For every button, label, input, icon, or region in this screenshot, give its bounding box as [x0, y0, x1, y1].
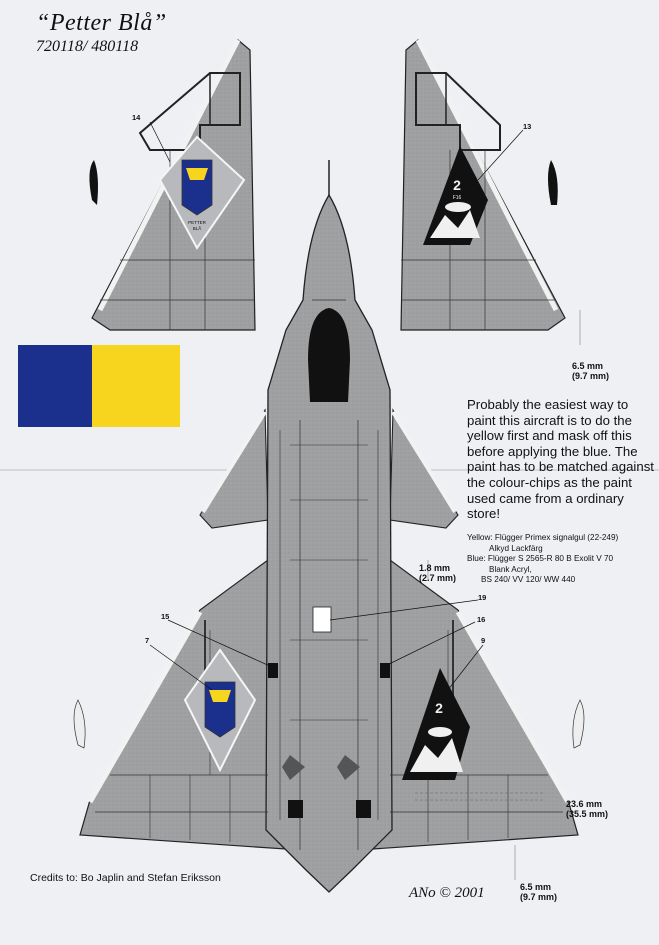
left-wing-upper-view: PETTER BLÅ — [89, 38, 256, 331]
dimension-top-right: 6.5 mm (9.7 mm) — [572, 361, 609, 381]
left-wingtip-pod-icon — [89, 160, 98, 205]
right-wingtip-pod-icon — [548, 160, 558, 205]
canopy-icon — [308, 308, 350, 402]
aircraft-name: “Petter Blå” — [36, 10, 167, 36]
blue-spec-line3: BS 240/ VV 120/ WW 440 — [481, 575, 576, 585]
callout-7: 7 — [145, 636, 150, 645]
copyright-text: ANo © 2001 — [409, 885, 485, 901]
dimension-middle-alt: (2.7 mm) — [419, 573, 457, 583]
paint-specifications: Yellow: Flügger Primex signalgul (22-249… — [467, 533, 659, 586]
yellow-spec-line1: Yellow: Flügger Primex signalgul (22-249… — [467, 533, 619, 542]
aircraft-serials: 720118/ 480118 — [36, 38, 139, 55]
dimension-wing-alt: (35.5 mm) — [566, 809, 609, 819]
yellow-spec-line2: Alkyd Lackfärg — [489, 543, 543, 553]
f16-badge-unit: F16 — [453, 195, 462, 201]
aircraft-plan-view: 2 — [73, 160, 585, 893]
svg-text:2: 2 — [435, 700, 443, 716]
callout-13: 13 — [523, 122, 532, 131]
dimension-middle-value: 1.8 mm — [419, 563, 451, 573]
callout-19: 19 — [478, 593, 487, 602]
badge-text-line2: BLÅ — [193, 225, 202, 231]
callout-14: 14 — [132, 113, 141, 122]
blue-spec-line2: Blank Acryl, — [489, 564, 532, 574]
paint-instructions: Probably the easiest way to paint this a… — [467, 397, 654, 522]
dimension-wing: 23.6 mm (35.5 mm) — [566, 799, 608, 819]
blue-colour-chip — [18, 345, 92, 427]
right-wing-upper-view: 2 F16 — [400, 38, 566, 331]
white-panel-decal — [312, 606, 332, 633]
badge-text-line1: PETTER — [188, 220, 207, 225]
dimension-bottom: 6.5 mm (9.7 mm) — [520, 882, 557, 902]
yellow-colour-chip — [92, 345, 180, 427]
dimension-bottom-alt: (9.7 mm) — [520, 892, 558, 902]
dimension-middle: 1.8 mm (2.7 mm) — [419, 563, 456, 583]
callout-15: 15 — [161, 612, 170, 621]
credits-text: Credits to: Bo Japlin and Stefan Eriksso… — [30, 872, 221, 884]
callout-9: 9 — [481, 636, 486, 645]
dimension-top-right-value: 6.5 mm — [572, 361, 604, 371]
dimension-bottom-value: 6.5 mm — [520, 882, 552, 892]
callout-16: 16 — [477, 615, 486, 624]
dimension-wing-value: 23.6 mm — [566, 799, 603, 809]
blue-spec-line1: Blue: Flügger S 2565-R 80 B Exolit V 70 — [467, 554, 614, 564]
dimension-top-right-alt: (9.7 mm) — [572, 371, 610, 381]
f16-badge-number: 2 — [453, 177, 461, 193]
